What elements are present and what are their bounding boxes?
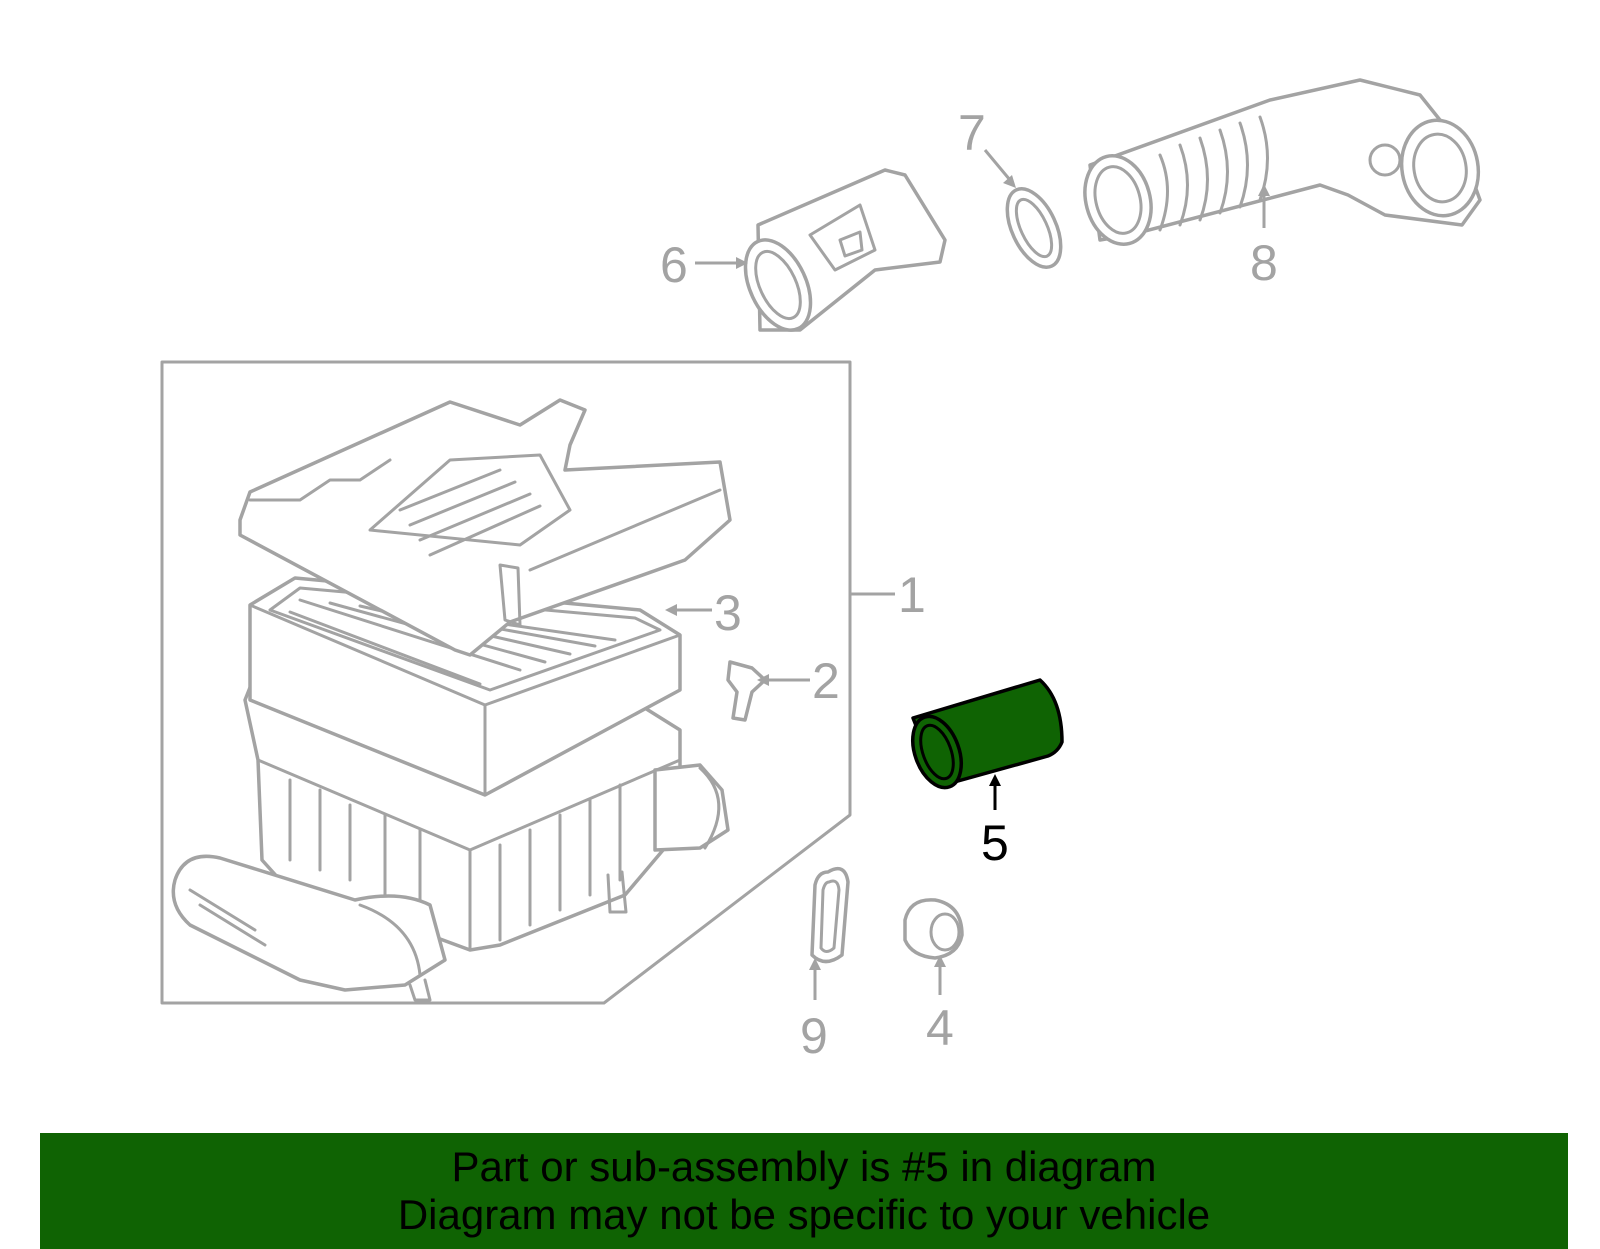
arrow-3 — [665, 604, 677, 616]
callout-4: 4 — [926, 1000, 954, 1056]
callout-5: 5 — [981, 815, 1009, 871]
arrow-6 — [736, 257, 748, 269]
info-banner: Part or sub-assembly is #5 in diagram Di… — [40, 1133, 1568, 1249]
clip-part-2[interactable] — [726, 660, 767, 722]
arrow-2 — [757, 674, 769, 686]
callout-6: 6 — [660, 237, 688, 293]
mass-air-flow-sensor[interactable] — [732, 168, 947, 340]
air-cleaner-lid[interactable] — [238, 398, 732, 657]
callout-1: 1 — [898, 567, 926, 623]
arrow-8 — [1258, 184, 1270, 196]
seal-part-9[interactable] — [810, 866, 850, 964]
assembly-1-frame — [160, 360, 852, 1005]
callout-7: 7 — [958, 105, 986, 161]
banner-line-1: Part or sub-assembly is #5 in diagram — [451, 1143, 1157, 1190]
callout-2: 2 — [812, 653, 840, 709]
arrow-7 — [1003, 175, 1016, 188]
grommet-part-4[interactable] — [903, 898, 964, 960]
arrow-5 — [989, 774, 1001, 786]
callout-3: 3 — [714, 585, 742, 641]
intake-hose-part-8[interactable] — [1075, 78, 1485, 252]
arrow-9 — [809, 958, 821, 970]
gasket-ring-part-7[interactable] — [996, 181, 1071, 276]
callout-8: 8 — [1250, 235, 1278, 291]
highlighted-part-5-tube[interactable] — [904, 678, 1064, 794]
arrow-4 — [934, 955, 946, 967]
leader-7 — [983, 149, 1012, 181]
banner-line-2: Diagram may not be specific to your vehi… — [397, 1191, 1211, 1238]
callout-9: 9 — [800, 1008, 828, 1064]
